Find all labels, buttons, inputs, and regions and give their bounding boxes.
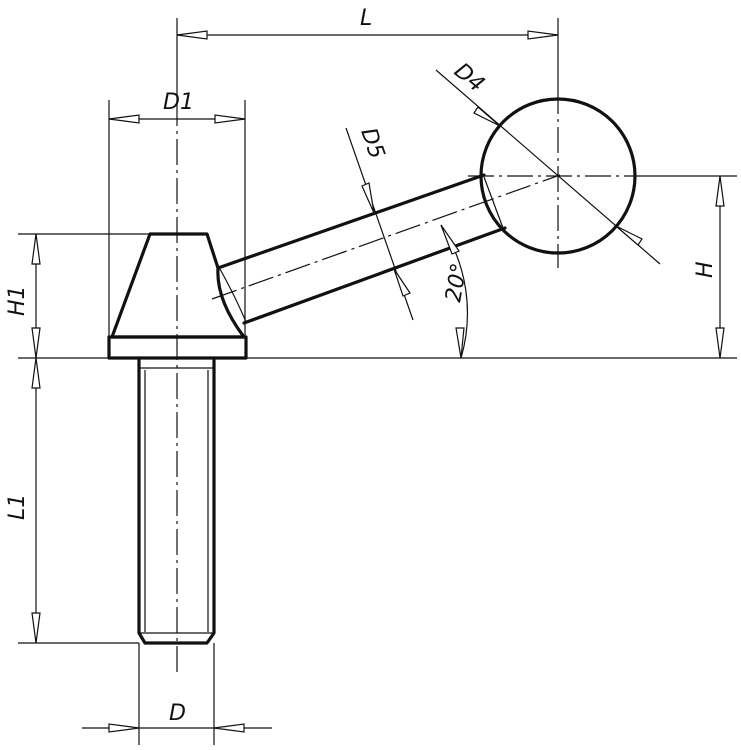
dimension-d1: D1 — [108, 90, 246, 124]
center-lines — [176, 88, 648, 672]
part-outline — [107, 97, 637, 645]
cone-body — [110, 232, 246, 339]
dimension-d4: D4 — [435, 58, 661, 265]
arm-axis — [211, 174, 561, 300]
dimension-h: H — [693, 175, 725, 359]
dimension-d: D — [82, 701, 272, 733]
label-d1: D1 — [163, 90, 194, 115]
dimension-h1: H1 — [5, 233, 41, 359]
label-h: H — [693, 261, 718, 278]
label-d: D — [169, 701, 186, 726]
label-l1: L1 — [5, 494, 30, 520]
label-d5: D5 — [355, 125, 389, 162]
threaded-shaft — [137, 356, 216, 645]
arm-upper-edge — [216, 173, 486, 270]
label-l: L — [360, 6, 372, 31]
dimension-l1: L1 — [5, 357, 41, 644]
arm-end-line — [483, 176, 504, 229]
label-d4: D4 — [449, 58, 489, 97]
dimension-l: L — [176, 6, 559, 40]
label-angle: 20° — [441, 261, 472, 304]
dimension-d5: D5 — [345, 125, 414, 321]
arm-lower-edge — [242, 226, 507, 325]
label-h1: H1 — [5, 285, 30, 316]
arm-root-curve — [219, 268, 247, 323]
